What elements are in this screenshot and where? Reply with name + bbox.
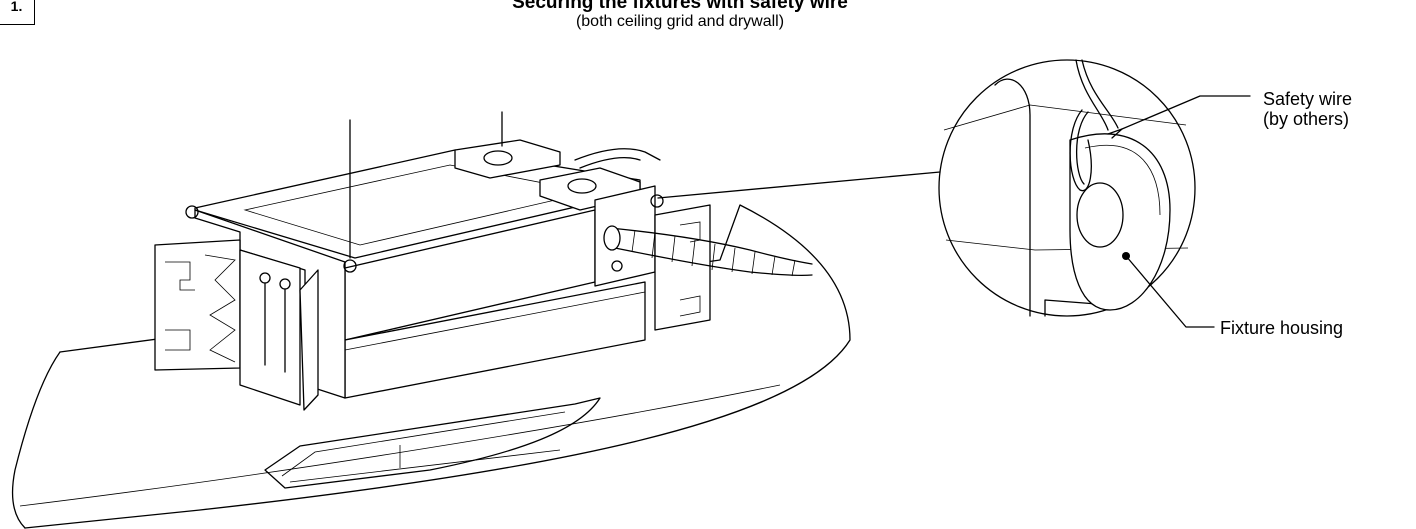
flexible-conduit xyxy=(603,225,813,277)
magnifier-leader-line xyxy=(657,171,941,199)
right-grid-bracket xyxy=(654,204,711,331)
fixture-housing-label: Fixture housing xyxy=(1220,318,1344,338)
safety-wire-label: Safety wire (by others) xyxy=(1263,89,1353,129)
diagram-subtitle: (both ceiling grid and drywall) xyxy=(575,13,785,30)
left-grid-bracket xyxy=(154,239,319,411)
callout-leaders xyxy=(1107,95,1251,328)
diagram-title: Securing the fixtures with safety wire xyxy=(512,0,848,13)
step-number-box: 1. xyxy=(0,0,35,25)
detail-magnifier xyxy=(938,59,1196,317)
step-number: 1. xyxy=(10,0,23,14)
fixture-housing-body xyxy=(185,111,664,399)
fixture-trim xyxy=(264,397,601,489)
ceiling-panel xyxy=(11,204,851,529)
